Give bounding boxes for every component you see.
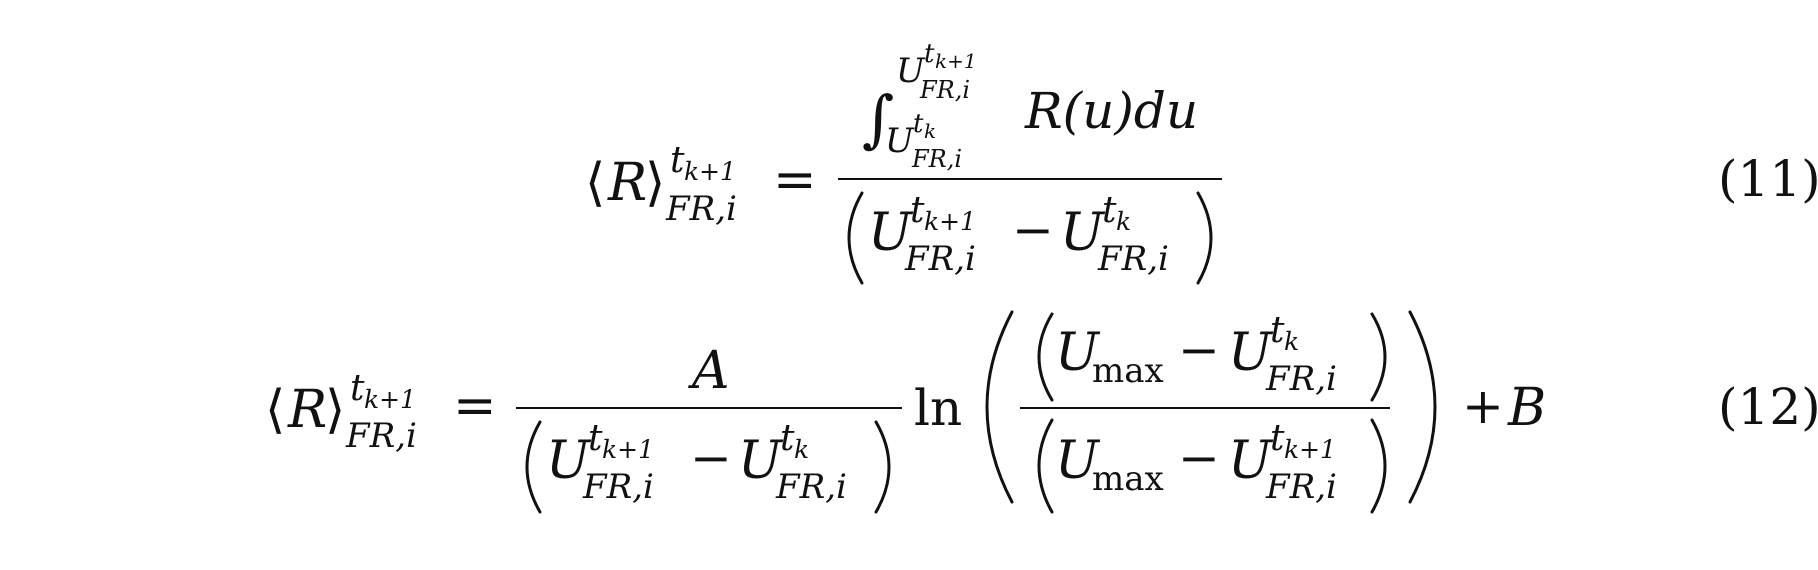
plus-sign: + (1462, 377, 1504, 435)
equation-12: ⟨ R ⟩ t k+1 FR,i = A U t k+1 FR,i − U t … (265, 310, 1818, 514)
num-u-sup-k: k (1284, 327, 1299, 356)
den-u-term: U (1228, 431, 1274, 491)
inner-num-right-paren (1370, 312, 1387, 402)
denom-u2-sup-t: t (1102, 190, 1117, 231)
lhs-sup-t: t (350, 368, 365, 409)
num-umax-sub: max (1092, 351, 1164, 391)
denom-u1-sub: FR,i (582, 467, 654, 507)
denom-u2-sub: FR,i (775, 467, 847, 507)
den-umax-sub: max (1092, 459, 1164, 499)
minus-sign: − (690, 429, 732, 487)
left-paren (847, 191, 864, 285)
denom-u2-sup-k: k (1116, 207, 1131, 236)
eq11-numerator: ∫ U t k+1 FR,i U t k FR,i R(u)du (862, 39, 1198, 173)
right-paren (1196, 191, 1213, 285)
lhs-sup-t: t (670, 140, 685, 181)
denom-u1: U (546, 431, 592, 491)
denom-u1-sup-t: t (910, 190, 925, 231)
denom-u1: U (868, 203, 914, 263)
lhs-sub-fri: FR,i (345, 416, 417, 456)
numerator-a: A (688, 341, 730, 401)
right-paren (874, 420, 891, 514)
big-right-paren (1408, 310, 1437, 504)
denom-u1-sup-k1: k+1 (602, 435, 654, 464)
lhs-sub-fri: FR,i (665, 189, 737, 229)
denom-u2-sup-t: t (780, 418, 795, 459)
eq11-lhs: ⟨ R ⟩ t k+1 FR,i (585, 140, 737, 229)
den-u-sup-t: t (1270, 418, 1285, 459)
upper-limit-u: U (896, 51, 926, 91)
equals-sign: = (773, 150, 817, 210)
denom-u1-sub: FR,i (904, 239, 976, 279)
eq11-denominator: U t k+1 FR,i − U t k FR,i (847, 190, 1213, 285)
lower-limit-sup-t: t (913, 109, 924, 139)
denom-u1-sup-k1: k+1 (924, 207, 976, 236)
lhs-r-symbol: R (607, 153, 647, 213)
inner-den-left-paren (1037, 418, 1054, 514)
num-umax: U (1055, 323, 1101, 383)
constant-b: B (1507, 378, 1546, 438)
inner-den-right-paren (1370, 418, 1387, 514)
rangle-symbol: ⟩ (325, 380, 345, 440)
lower-limit-sub: FR,i (911, 145, 962, 173)
num-minus-sign: − (1178, 321, 1220, 379)
eq12-lhs: ⟨ R ⟩ t k+1 FR,i (265, 368, 417, 456)
lhs-r-symbol: R (287, 380, 327, 440)
integral-sign: ∫ (862, 82, 894, 155)
num-u-term: U (1228, 323, 1274, 383)
lower-limit-sup-k: k (924, 119, 936, 143)
lhs-sup-k1: k+1 (364, 385, 416, 414)
upper-limit-sub: FR,i (919, 76, 970, 104)
minus-sign: − (1012, 201, 1054, 259)
ln-operator: ln (914, 379, 962, 437)
eq12-coefficient: A U t k+1 FR,i − U t k FR,i (516, 341, 902, 514)
equals-sign: = (453, 376, 497, 436)
equation-11: ⟨ R ⟩ t k+1 FR,i = ∫ U t k+1 FR,i U t k … (585, 39, 1818, 285)
denom-u2: U (1060, 203, 1106, 263)
equation-number: (11) (1718, 150, 1818, 208)
num-u-sub: FR,i (1265, 359, 1337, 399)
eq12-log-argument: U max − U t k FR,i U max − U t k+1 FR,i (1020, 310, 1390, 514)
denom-u2-sup-k: k (794, 435, 809, 464)
langle-symbol: ⟨ (585, 153, 605, 213)
big-left-paren (985, 310, 1014, 504)
integrand: R(u)du (1024, 82, 1198, 140)
upper-limit-sup-k1: k+1 (935, 49, 977, 73)
den-umax: U (1055, 431, 1101, 491)
inner-num-left-paren (1037, 312, 1054, 402)
rangle-symbol: ⟩ (645, 153, 665, 213)
den-u-sup-k1: k+1 (1284, 435, 1336, 464)
langle-symbol: ⟨ (265, 380, 285, 440)
upper-limit-sup-t: t (924, 39, 935, 69)
denom-u2: U (738, 431, 784, 491)
den-minus-sign: − (1178, 429, 1220, 487)
lhs-sup-k1: k+1 (684, 157, 736, 186)
den-u-sub: FR,i (1265, 467, 1337, 507)
lower-limit-u: U (885, 121, 915, 161)
equation-number: (12) (1718, 378, 1818, 436)
denom-u2-sub: FR,i (1097, 239, 1169, 279)
left-paren (525, 420, 542, 514)
denom-u1-sup-t: t (588, 418, 603, 459)
num-u-sup-t: t (1270, 310, 1285, 351)
